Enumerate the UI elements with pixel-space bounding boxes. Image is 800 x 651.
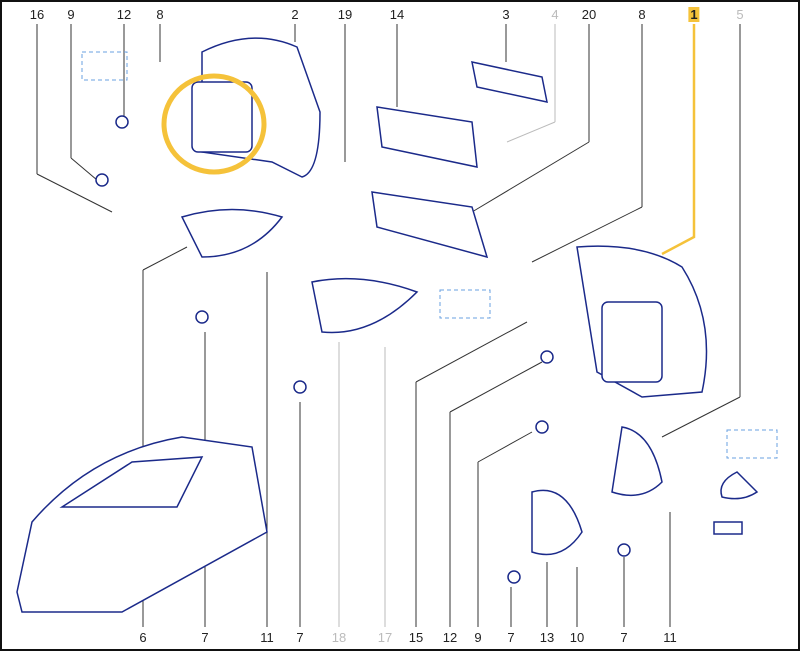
callout-20[interactable]: 20 xyxy=(581,7,597,22)
leader-lines xyxy=(36,24,741,627)
callout-7b[interactable]: 7 xyxy=(296,630,304,645)
lamp-6 xyxy=(180,208,284,258)
callout-10[interactable]: 10 xyxy=(569,630,585,645)
lamp-13 xyxy=(531,489,583,556)
highlight-circle xyxy=(161,73,267,175)
parts xyxy=(16,37,759,613)
callout-1-highlighted[interactable]: 1 xyxy=(688,7,700,22)
callout-8[interactable]: 8 xyxy=(156,7,164,22)
callout-4[interactable]: 4 xyxy=(551,7,559,22)
callout-3[interactable]: 3 xyxy=(502,7,510,22)
lamp-5 xyxy=(611,426,663,497)
highlight-leader xyxy=(661,24,696,256)
callout-7[interactable]: 7 xyxy=(201,630,209,645)
callout-12[interactable]: 12 xyxy=(116,7,132,22)
callout-13[interactable]: 13 xyxy=(539,630,555,645)
callout-12b[interactable]: 12 xyxy=(442,630,458,645)
lamp-15 xyxy=(311,277,419,334)
callout-6[interactable]: 6 xyxy=(139,630,147,645)
callout-11b[interactable]: 11 xyxy=(663,630,677,645)
callout-7d[interactable]: 7 xyxy=(620,630,628,645)
third-brake-light-20 xyxy=(371,191,489,259)
callout-2[interactable]: 2 xyxy=(291,7,299,22)
bracket-14 xyxy=(376,106,478,168)
callout-5[interactable]: 5 xyxy=(736,7,744,22)
callout-18[interactable]: 18 xyxy=(331,630,347,645)
callout-9[interactable]: 9 xyxy=(67,7,75,22)
callout-11[interactable]: 11 xyxy=(260,630,274,645)
part-3 xyxy=(471,61,548,103)
vehicle-illustration xyxy=(16,436,268,613)
callout-7c[interactable]: 7 xyxy=(507,630,515,645)
callout-14[interactable]: 14 xyxy=(389,7,405,22)
callout-8b[interactable]: 8 xyxy=(638,7,646,22)
callout-16[interactable]: 16 xyxy=(29,7,45,22)
callout-15[interactable]: 15 xyxy=(408,630,424,645)
callout-19[interactable]: 19 xyxy=(337,7,353,22)
lamp-connector xyxy=(191,81,253,153)
callout-17[interactable]: 17 xyxy=(377,630,393,645)
callout-9b[interactable]: 9 xyxy=(474,630,482,645)
